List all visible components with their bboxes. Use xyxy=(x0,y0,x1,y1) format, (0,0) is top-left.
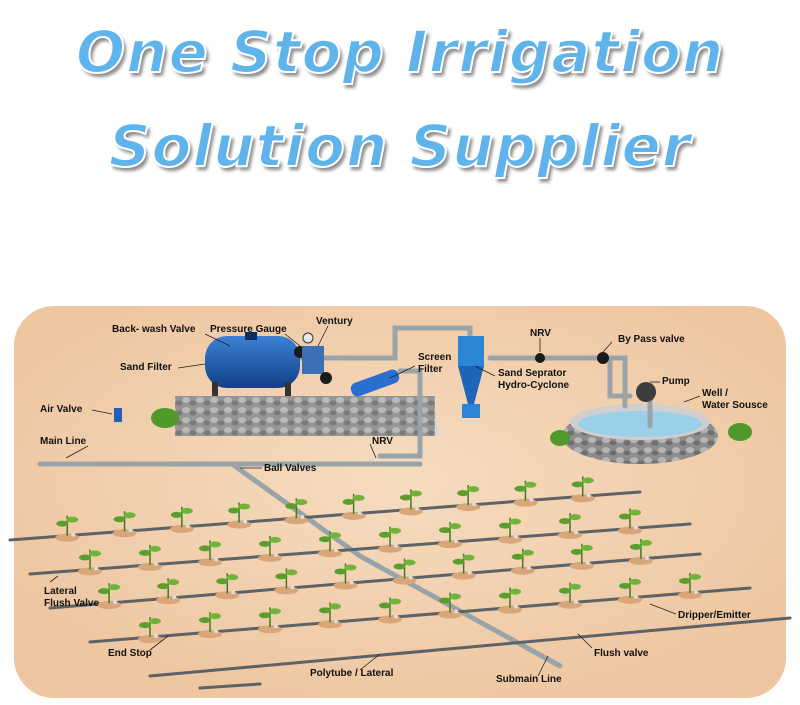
label-sand-separator-1: Sand Seprator xyxy=(498,368,566,379)
plant xyxy=(55,515,80,542)
label-pressure-gauge: Pressure Gauge xyxy=(210,324,287,335)
label-flush-valve: Flush valve xyxy=(594,648,649,659)
air-valve xyxy=(114,408,122,422)
label-backwash-valve: Back- wash Valve xyxy=(112,324,196,335)
plant xyxy=(378,526,402,553)
plant xyxy=(618,577,642,604)
plant xyxy=(138,617,162,644)
plant xyxy=(558,513,582,540)
plant xyxy=(558,582,582,609)
label-lateral-flush-2: Flush Valve xyxy=(44,598,99,609)
label-venturi: Ventury xyxy=(316,316,353,327)
label-screen-filter-2: Filter xyxy=(418,364,443,375)
plant xyxy=(510,548,535,575)
plant xyxy=(392,558,417,585)
plants xyxy=(55,476,702,644)
label-bypass-valve: By Pass valve xyxy=(618,334,685,345)
plant xyxy=(628,538,653,565)
plant xyxy=(198,540,222,567)
label-lateral-flush-1: Lateral xyxy=(44,586,77,597)
plant xyxy=(258,607,282,634)
plant xyxy=(498,517,522,544)
plant xyxy=(678,572,702,599)
leader-lines xyxy=(49,325,701,677)
plant xyxy=(198,612,222,639)
plant xyxy=(169,506,194,533)
label-nrv-top: NRV xyxy=(530,328,551,339)
venturi-assembly xyxy=(302,332,332,384)
plant xyxy=(274,568,299,595)
plant xyxy=(78,549,102,576)
plant xyxy=(569,543,594,570)
label-end-stop: End Stop xyxy=(108,648,152,659)
label-screen-filter-1: Screen xyxy=(418,352,451,363)
plant xyxy=(456,485,481,512)
well xyxy=(550,404,752,464)
plant xyxy=(138,544,162,571)
screen-filter xyxy=(350,369,400,397)
plant xyxy=(438,522,462,549)
plant xyxy=(438,592,462,619)
label-dripper: Dripper/Emitter xyxy=(678,610,751,621)
label-main-line: Main Line xyxy=(40,436,87,447)
label-pump: Pump xyxy=(662,376,690,387)
label-well-1: Well / xyxy=(702,388,728,399)
plant xyxy=(498,587,522,614)
plant xyxy=(451,553,476,580)
plant xyxy=(112,511,137,538)
label-ball-valves: Ball Valves xyxy=(264,463,317,474)
plant xyxy=(398,489,423,516)
title-line-1: One Stop Irrigation xyxy=(75,17,725,87)
label-sand-separator-2: Hydro-Cyclone xyxy=(498,380,570,391)
plant xyxy=(97,583,122,610)
plant xyxy=(318,531,342,558)
plant xyxy=(513,480,538,507)
label-air-valve: Air Valve xyxy=(40,404,83,415)
plant xyxy=(570,476,595,503)
pump xyxy=(535,352,656,402)
plant xyxy=(318,602,342,629)
plant xyxy=(258,535,282,562)
filter-platform xyxy=(151,396,440,436)
plant xyxy=(284,498,309,525)
label-sand-filter: Sand Filter xyxy=(120,362,172,373)
label-nrv-bottom: NRV xyxy=(372,436,393,447)
hydro-cyclone xyxy=(458,336,484,418)
plant xyxy=(618,508,642,535)
label-polytube: Polytube / Lateral xyxy=(310,668,394,679)
title-line-2: Solution Supplier xyxy=(108,111,692,181)
plant xyxy=(378,597,402,624)
plant xyxy=(215,573,240,600)
label-submain: Submain Line xyxy=(496,674,562,685)
label-well-2: Water Sousce xyxy=(702,400,768,411)
plant xyxy=(341,493,366,520)
irrigation-diagram: Back- wash Valve Pressure Gauge Ventury … xyxy=(8,306,792,698)
plant xyxy=(333,563,358,590)
plant xyxy=(227,502,252,529)
plant xyxy=(156,578,181,605)
